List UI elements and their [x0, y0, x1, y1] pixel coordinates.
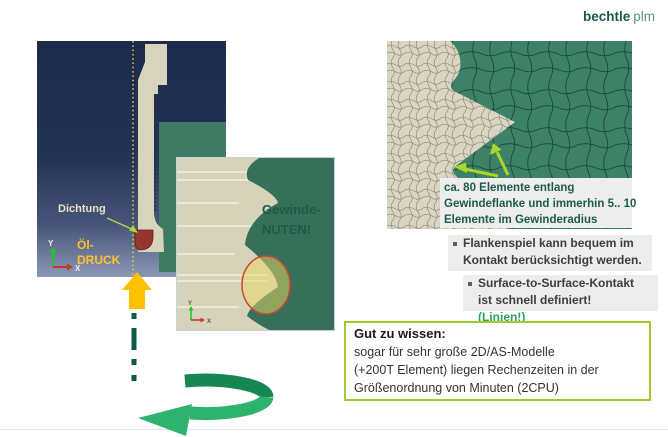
- coordinate-triad: Y X: [48, 239, 81, 273]
- bullet2-line1: Surface-to-Surface-Kontakt: [478, 276, 635, 290]
- info-box-title: Gut zu wissen:: [354, 326, 446, 341]
- x-axis-arrow: [200, 317, 205, 323]
- bullet-flankenspiel: Flankenspiel kann bequem im Kontakt berü…: [448, 235, 652, 271]
- info-box-line2: (+200T Element) liegen Rechenzeiten in d…: [354, 363, 599, 377]
- thread-groove-graphic: Y X: [177, 158, 334, 330]
- bullet-dot: [453, 242, 457, 246]
- flow-graphics: [122, 272, 274, 436]
- mesh-caption-line2: Gewindeflanke und immerhin 5.. 10: [444, 198, 637, 210]
- seal-part: [134, 229, 154, 251]
- bullet1-line2: Kontakt berücksichtigt werden.: [463, 253, 642, 267]
- dichtung-leader-arrow: [106, 217, 138, 233]
- flank-pointer-arrows: [454, 143, 510, 178]
- logo-product: plm: [633, 9, 656, 24]
- y-axis-arrow: [49, 247, 57, 253]
- bullet2-line2-prefix: ist schnell definiert!: [478, 293, 592, 307]
- info-box-line1: sogar für sehr große 2D/AS-Modelle: [354, 345, 555, 359]
- gut-zu-wissen-box: Gut zu wissen: sogar für sehr große 2D/A…: [344, 321, 651, 401]
- bullet2-line2: ist schnell definiert! (Linien!): [478, 292, 634, 326]
- gewinde-callout-line2: NUTEN!: [262, 222, 312, 237]
- bullet-dot: [468, 282, 472, 286]
- oil-pressure-label: Öl- DRUCK: [77, 238, 120, 268]
- housing-thread-section: [245, 158, 334, 330]
- bullet-text: Surface-to-Surface-Kontakt ist schnell d…: [478, 275, 635, 324]
- thread-groove-zoom-screenshot: Y X Gewinde- NUTEN!: [176, 157, 335, 331]
- pressure-up-arrow: [122, 272, 152, 309]
- arrow-left: [454, 162, 467, 173]
- oil-label-line1: Öl-: [77, 238, 94, 252]
- info-box-line3: Größenordnung von Minuten (2CPU): [354, 381, 559, 395]
- logo-brand: bechtle: [583, 9, 631, 24]
- gewinde-nuten-callout: Gewinde- NUTEN!: [262, 200, 321, 240]
- bullet-surface-kontakt: Surface-to-Surface-Kontakt ist schnell d…: [463, 275, 658, 324]
- mesh-caption-line1: ca. 80 Elemente entlang: [444, 182, 575, 194]
- thread-highlight-ellipse: [241, 255, 291, 315]
- dichtung-label: Dichtung: [58, 203, 106, 215]
- y-axis-label: Y: [188, 301, 192, 307]
- rotation-arrow: [138, 373, 274, 436]
- rotation-arrowhead: [138, 404, 192, 436]
- mesh-caption-line3: Elemente im Gewinderadius: [444, 214, 598, 226]
- x-axis-label: X: [207, 319, 211, 325]
- spindle-part: [138, 44, 167, 252]
- bullet1-line1: Flankenspiel kann bequem im: [463, 236, 634, 250]
- arrow-up-left: [490, 143, 502, 155]
- bullet2-linien-highlight: (Linien!): [478, 310, 526, 324]
- coordinate-triad: Y X: [188, 301, 211, 325]
- y-axis-arrow: [188, 306, 194, 311]
- x-axis-arrow: [67, 263, 73, 271]
- bullet-text: Flankenspiel kann bequem im Kontakt berü…: [463, 235, 642, 271]
- gewinde-callout-line1: Gewinde-: [262, 202, 321, 217]
- x-axis-label: X: [75, 264, 81, 273]
- mesh-caption: ca. 80 Elemente entlang Gewindeflanke un…: [440, 178, 637, 228]
- y-axis-label: Y: [48, 239, 54, 248]
- oil-label-line2: DRUCK: [77, 253, 121, 267]
- slide-bottom-rule: [0, 429, 668, 430]
